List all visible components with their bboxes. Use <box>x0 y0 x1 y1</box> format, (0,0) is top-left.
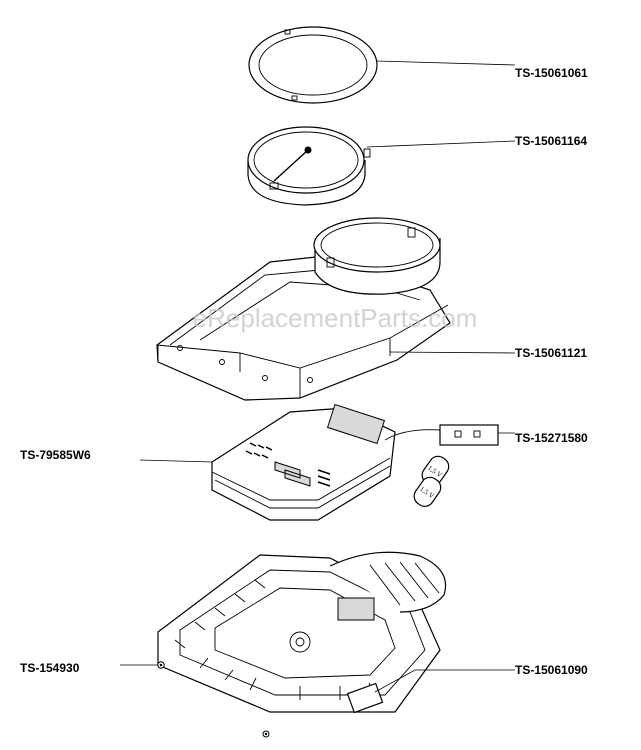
part-label-ts-79585w6: TS-79585W6 <box>20 448 91 462</box>
electronic-module: 1,5 V 1,5 V <box>211 403 499 521</box>
part-label-ts-15061061: TS-15061061 <box>515 66 588 80</box>
leader-lines <box>120 60 516 693</box>
part-label-ts-15271580: TS-15271580 <box>515 431 588 445</box>
watermark-text: eReplacementParts.com <box>193 303 478 333</box>
screw <box>157 661 270 738</box>
base-plate <box>157 551 447 714</box>
upper-housing <box>156 217 451 401</box>
dial-display <box>247 126 371 206</box>
part-label-ts-154930: TS-154930 <box>20 661 80 675</box>
part-label-ts-15061164: TS-15061164 <box>515 134 587 148</box>
top-ring <box>248 26 378 104</box>
part-label-ts-15061121: TS-15061121 <box>515 346 587 360</box>
part-label-ts-15061090: TS-15061090 <box>515 663 588 677</box>
